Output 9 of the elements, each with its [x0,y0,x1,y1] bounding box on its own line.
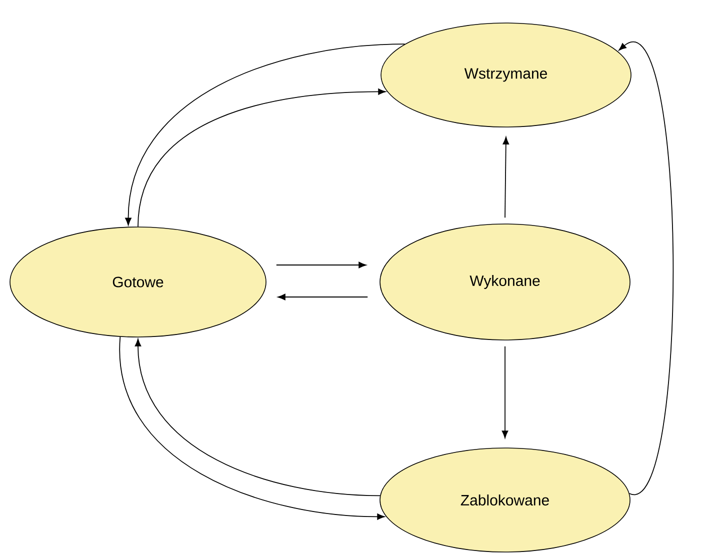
arrow [618,43,674,494]
arrow [278,294,368,300]
arrow [138,88,386,228]
arrow [502,136,510,218]
arrow [276,262,366,268]
arrow [125,44,406,226]
arrow [134,338,380,496]
arrow [502,346,508,438]
arrow [120,336,385,520]
